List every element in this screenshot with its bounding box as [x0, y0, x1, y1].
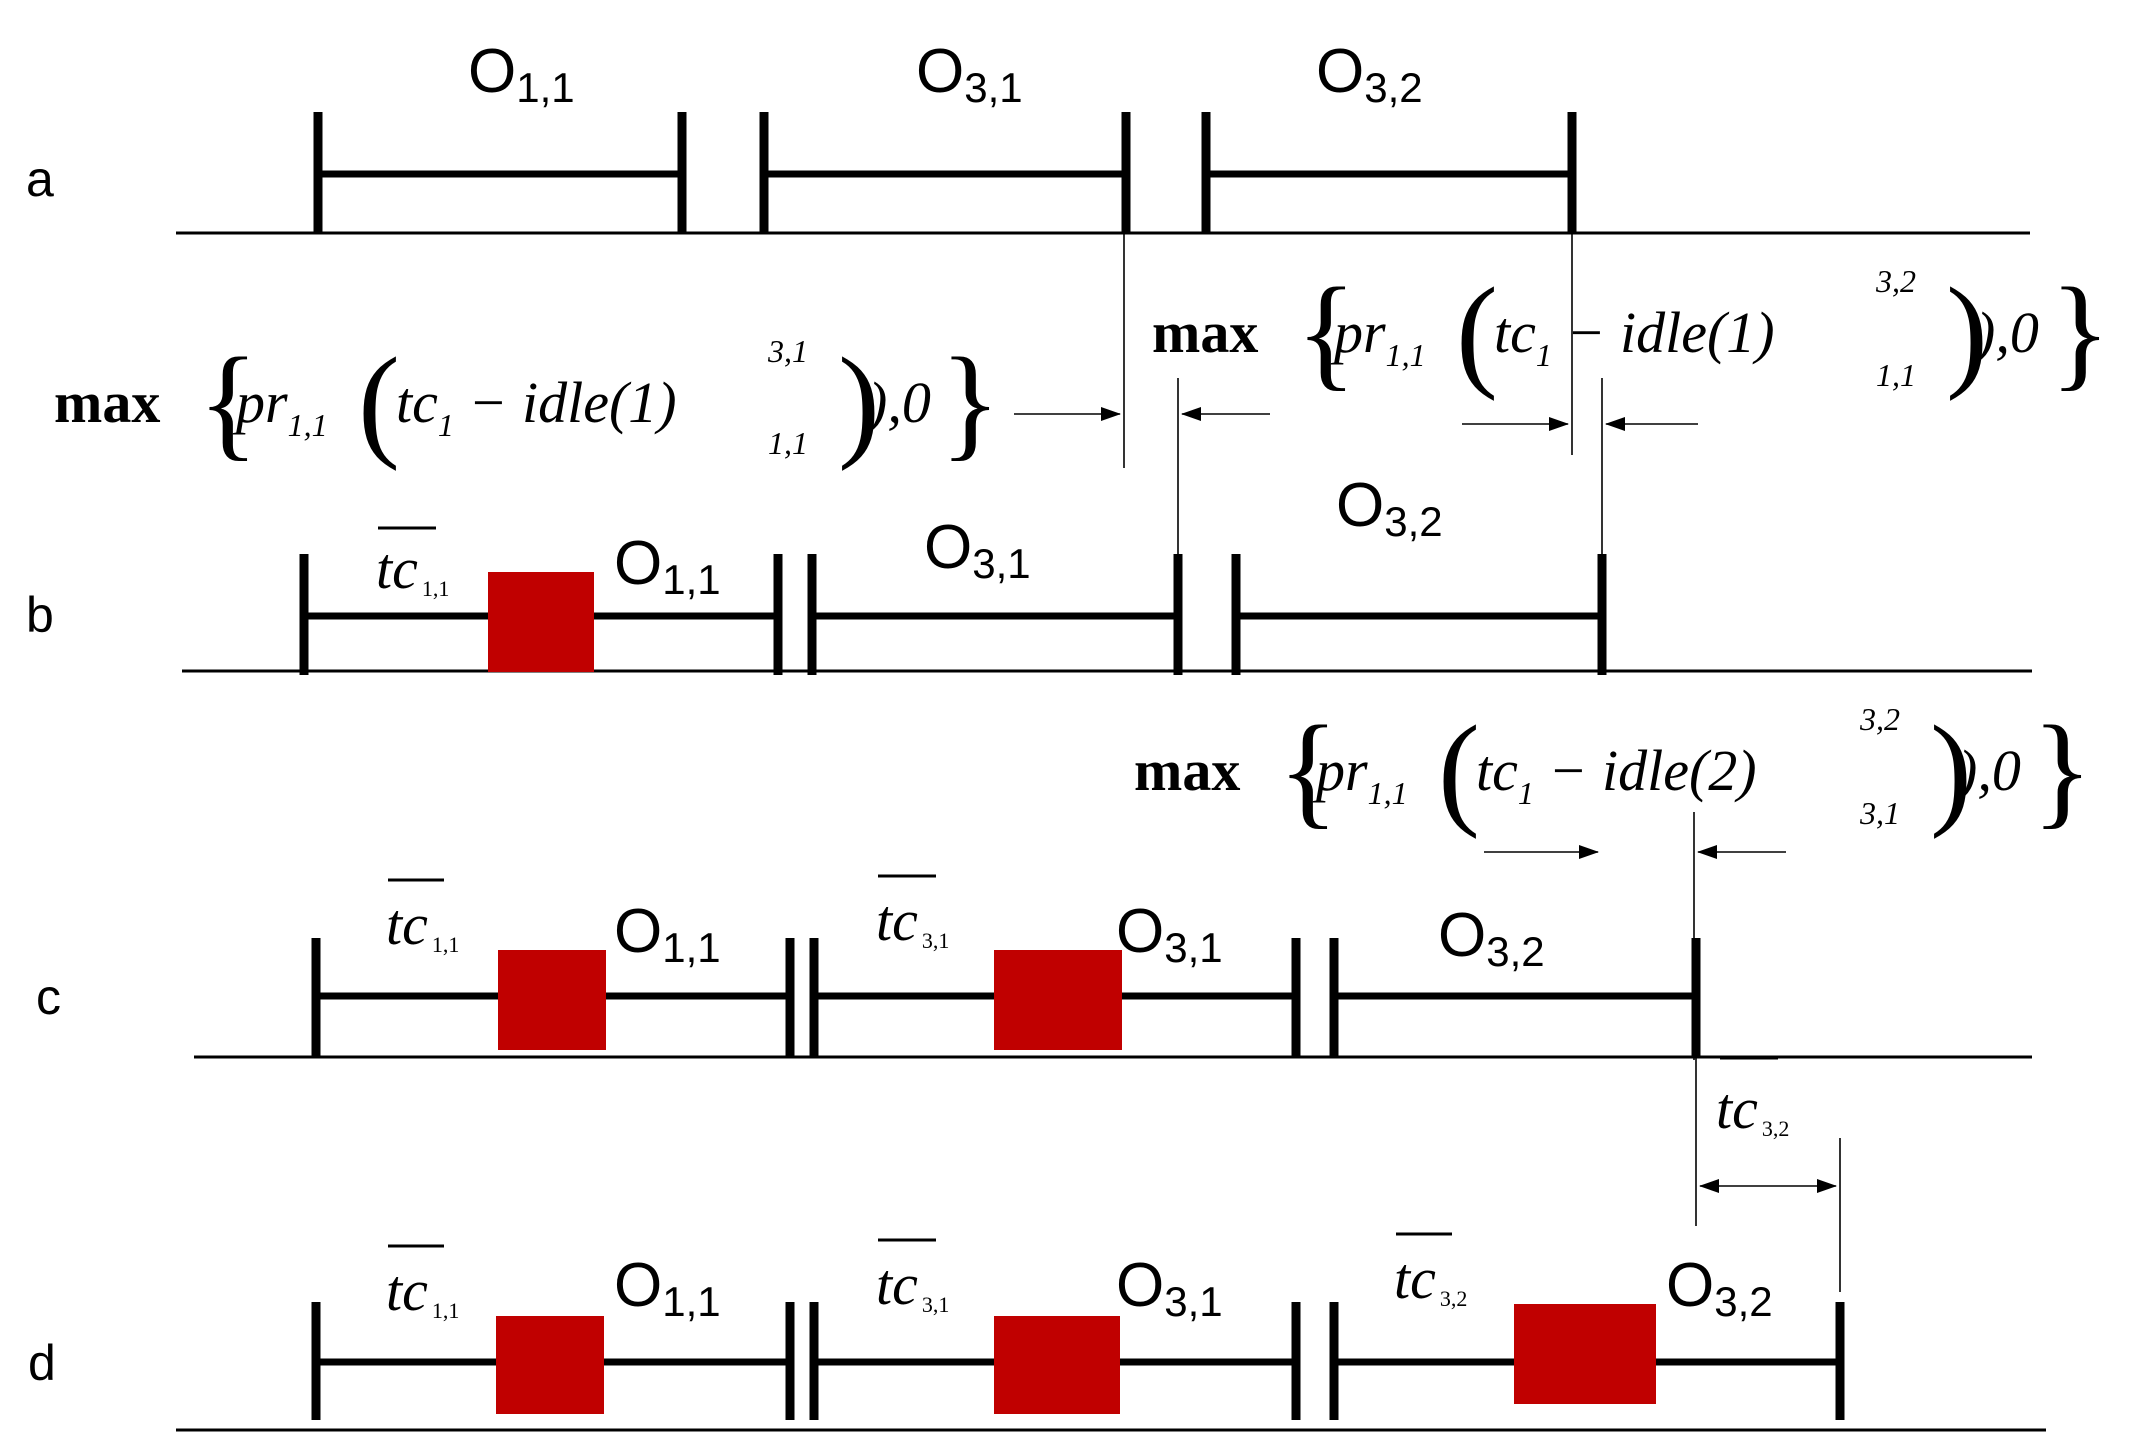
svg-text:): ): [1946, 263, 1988, 402]
row-c-operation-o11: [311, 938, 795, 1056]
svg-text:{: {: [1278, 701, 1338, 840]
formula-delay-o32: max { pr1,1 ( tc1 − idle(1) 3,2 1,1 ) ),…: [1152, 263, 2110, 402]
row-b-delay-block-o11: [488, 572, 594, 672]
formula-delay-o32-row-c: max { pr1,1 ( tc1 − idle(2) 3,2 3,1 ) ),…: [1134, 701, 2092, 840]
row-d-delay-block-o11: [496, 1316, 604, 1414]
row-d-label-o31: O3,1: [1116, 1251, 1223, 1325]
svg-text:): ): [838, 333, 880, 472]
row-a: a O1,1 O3,1 O3,2: [26, 37, 2030, 235]
svg-text:3,1: 3,1: [767, 333, 808, 369]
svg-text:3,2: 3,2: [1875, 263, 1916, 299]
svg-text:max: max: [54, 370, 160, 435]
row-a-label-o31: O3,1: [916, 37, 1023, 111]
svg-text:),0: ),0: [1955, 738, 2021, 803]
svg-text:pr1,1: pr1,1: [1312, 738, 1408, 811]
row-b-label-o11: O1,1: [614, 529, 721, 603]
svg-text:tc1 − idle(1): tc1 − idle(1): [396, 370, 677, 443]
svg-text:(: (: [1456, 263, 1498, 402]
svg-text:tc1 − idle(2): tc1 − idle(2): [1476, 738, 1757, 811]
row-a-operation-o31: [759, 112, 1131, 233]
svg-text:}: }: [2050, 263, 2110, 402]
row-c-operation-o32: [1329, 938, 1701, 1056]
row-label-b: b: [26, 587, 54, 643]
row-d-operation-o11: [311, 1302, 795, 1420]
row-c-label-o31: O3,1: [1116, 897, 1223, 971]
row-d-operation-o31: [809, 1302, 1301, 1420]
row-a-label-o32: O3,2: [1316, 37, 1423, 111]
row-label-d: d: [28, 1335, 56, 1391]
svg-text:(: (: [1438, 701, 1480, 840]
svg-text:),0: ),0: [865, 370, 931, 435]
row-d-delay-block-o32: [1514, 1304, 1656, 1404]
svg-text:pr1,1: pr1,1: [1330, 300, 1426, 373]
row-c-label-o11: O1,1: [614, 897, 721, 971]
row-a-label-o11: O1,1: [468, 37, 575, 111]
row-b-label-o32: O3,2: [1336, 471, 1443, 545]
row-label-c: c: [36, 969, 61, 1025]
svg-text:1,1: 1,1: [1876, 357, 1916, 393]
svg-text:): ): [1930, 701, 1972, 840]
svg-text:3,2: 3,2: [1859, 701, 1900, 737]
formula-delay-o31: max { pr1,1 ( tc1 − idle(1) 3,1 1,1 ) ),…: [54, 333, 1000, 472]
row-d-operation-o32: [1329, 1302, 1845, 1420]
svg-text:),0: ),0: [1973, 300, 2039, 365]
svg-text:3,1: 3,1: [1859, 795, 1900, 831]
row-b-label-o31: O3,1: [924, 513, 1031, 587]
svg-text:{: {: [1296, 263, 1356, 402]
row-c-label-o32: O3,2: [1438, 901, 1545, 975]
row-a-operation-o11: [313, 112, 687, 233]
row-d-label-o11: O1,1: [614, 1251, 721, 1325]
row-b-operation-o32: [1231, 554, 1607, 675]
row-c-operation-o31: [809, 938, 1301, 1056]
svg-text:max: max: [1152, 300, 1258, 365]
svg-text:1,1: 1,1: [768, 425, 808, 461]
row-b-operation-o11: [299, 554, 783, 675]
svg-text:pr1,1: pr1,1: [232, 370, 328, 443]
svg-text:{: {: [198, 333, 258, 472]
row-a-operation-o32: [1201, 112, 1577, 233]
row-c-delay-block-o11: [498, 950, 606, 1050]
svg-text:max: max: [1134, 738, 1240, 803]
svg-text:(: (: [358, 333, 400, 472]
row-d-delay-block-o31: [994, 1316, 1120, 1414]
row-b-operation-o31: [807, 554, 1183, 675]
svg-text:tc1 − idle(1): tc1 − idle(1): [1494, 300, 1775, 373]
row-d-label-o32: O3,2: [1666, 1251, 1773, 1325]
row-label-a: a: [26, 151, 54, 207]
svg-text:}: }: [2032, 701, 2092, 840]
row-c-delay-block-o31: [994, 950, 1122, 1050]
svg-text:}: }: [940, 333, 1000, 472]
